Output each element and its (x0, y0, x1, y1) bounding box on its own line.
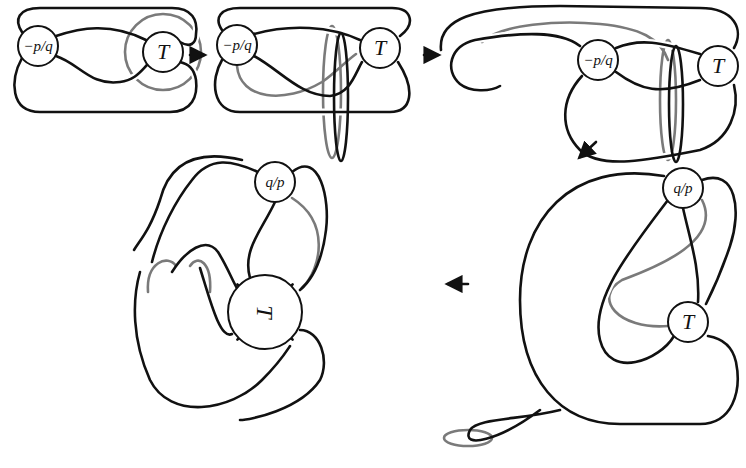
tangle-label: q/p (265, 175, 284, 190)
tangle-label: T (374, 37, 386, 59)
tangle-circle: T (667, 301, 709, 343)
knot-strand (598, 200, 674, 363)
knot-strand (134, 156, 242, 250)
tangle-circle: −p/q (216, 24, 258, 66)
gray-loop (323, 26, 341, 158)
knot-strand (451, 34, 580, 90)
tangle-circle: T (359, 27, 401, 69)
knot-strand (56, 28, 146, 40)
knot-strand (56, 56, 148, 82)
knot-loop (334, 33, 348, 161)
tangle-label: T (712, 55, 724, 77)
tangle-circle: q/p (254, 161, 296, 203)
knot-loop (468, 410, 560, 440)
tangle-circle: T (697, 45, 739, 87)
tangle-circle: −p/q (17, 25, 59, 67)
knot-strand (616, 42, 700, 54)
panel-five (134, 156, 327, 420)
knot-strand (565, 76, 735, 162)
tangle-circle: q/p (662, 167, 704, 209)
knot-strand (616, 72, 700, 89)
tangle-circle: T (227, 274, 303, 350)
tangle-label: T (682, 311, 694, 333)
knot-strand (520, 173, 738, 424)
tangle-circle: −p/q (577, 39, 619, 81)
step-arrow (424, 54, 438, 57)
step-arrow (580, 142, 596, 157)
knot-strand (702, 178, 736, 304)
step-arrow (190, 54, 204, 57)
knot-strand (683, 208, 698, 302)
gray-strand (237, 54, 356, 96)
tangle-circle: T (142, 31, 184, 73)
panel-four (444, 173, 738, 446)
tangle-label: −p/q (583, 53, 612, 68)
tangle-label: −p/q (23, 39, 52, 54)
knot-strand (200, 268, 232, 335)
panel-two (215, 8, 410, 161)
tangle-label: T (157, 41, 169, 63)
panel-one (15, 8, 201, 112)
tangle-label: −p/q (222, 38, 251, 53)
step-arrow (448, 283, 468, 286)
panel-three (441, 6, 738, 162)
knot-loop (669, 46, 683, 162)
gray-strand (292, 198, 319, 288)
gray-strand (148, 261, 210, 292)
tangle-label: q/p (673, 181, 692, 196)
knot-strand (292, 167, 327, 290)
tangle-label: T (253, 305, 277, 318)
knot-strand (248, 202, 275, 278)
knot-strand (152, 162, 258, 262)
